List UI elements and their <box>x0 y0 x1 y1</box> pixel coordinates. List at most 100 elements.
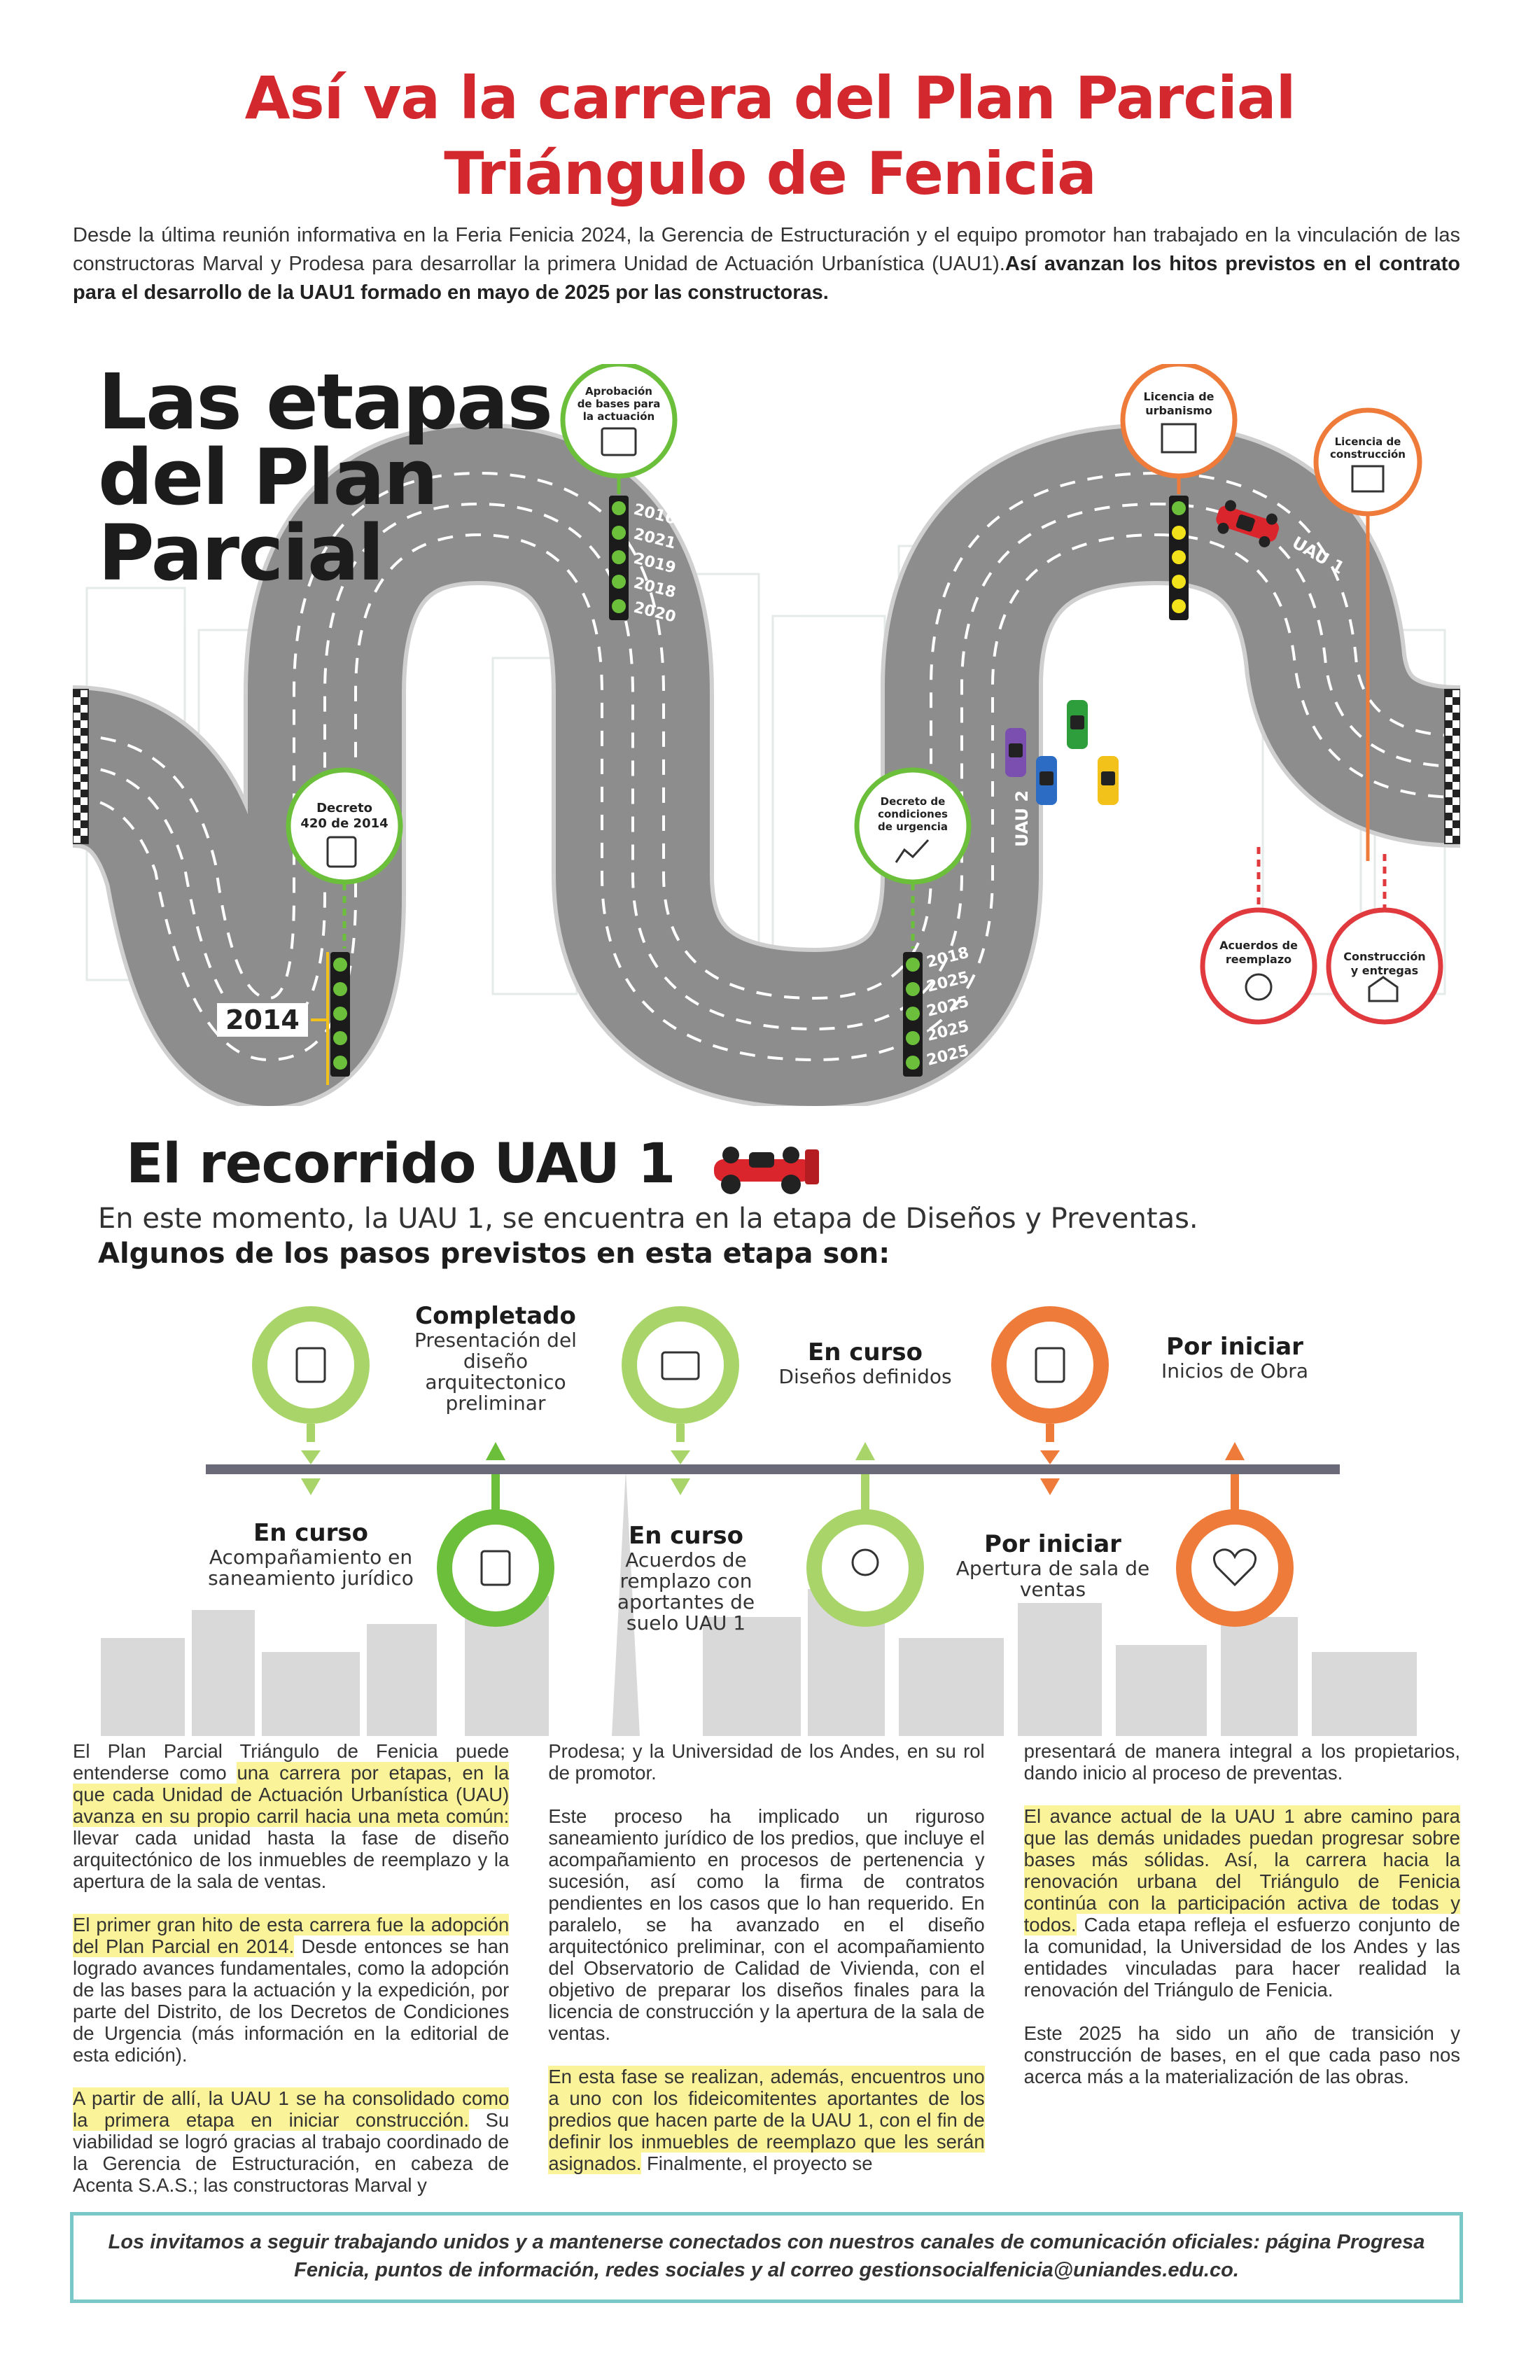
arrow-down <box>671 1478 690 1495</box>
clipboard-icon <box>1035 1347 1065 1383</box>
step-inicios-obra <box>991 1306 1109 1464</box>
race-track-infographic: 2014 2016 2021 2019 2018 2020 2018 2025 … <box>73 357 1460 1106</box>
step-apertura-sala <box>1176 1474 1294 1627</box>
traffic-light-gate-current <box>1169 496 1189 620</box>
monitor-pulse-icon <box>661 1351 700 1380</box>
heart-plus-icon <box>1212 1548 1257 1587</box>
step-description: Acuerdos de remplazo con aportantes de s… <box>617 1548 755 1634</box>
car-uau-5 <box>1098 756 1119 805</box>
arrow-up <box>486 1442 505 1460</box>
article-column-2: Prodesa; y la Universidad de los Andes, … <box>548 1740 985 2188</box>
text-run: Cada etapa refleja el esfuerzo conjunto … <box>1023 1914 1460 2001</box>
step-presentacion-diseno <box>252 1306 370 1464</box>
step-label-bottom: En curso Acuerdos de remplazo con aporta… <box>595 1522 777 1634</box>
step-status: Completado <box>415 1302 576 1330</box>
article-column-1: El Plan Parcial Triángulo de Fenicia pue… <box>73 1740 510 2196</box>
medical-folder-icon <box>295 1347 326 1383</box>
hands-care-icon <box>851 1548 879 1576</box>
paragraph: El primer gran hito de esta carrera fue … <box>73 1914 510 2066</box>
timeline-bar <box>206 1464 1340 1474</box>
traffic-light-gate-top <box>609 496 629 620</box>
step-label-top: Por iniciar Inicios de Obra <box>1144 1333 1326 1382</box>
paragraph: Este proceso ha implicado un riguroso sa… <box>548 1805 985 2044</box>
start-year: 2014 <box>225 1004 300 1035</box>
text-run: llevar cada unidad hasta la fase de dise… <box>73 1827 510 1892</box>
text-run: Su viabilidad se logró gracias al trabaj… <box>73 2109 510 2196</box>
step-description: Diseños definidos <box>778 1365 952 1388</box>
car-label: UAU 4 <box>1074 762 1093 819</box>
urban-plan-icon <box>1161 423 1197 454</box>
title-line-1: Así va la carrera del Plan Parcial <box>244 64 1296 132</box>
paragraph: El avance actual de la UAU 1 abre camino… <box>1023 1805 1460 2001</box>
paragraph: Este 2025 ha sido un año de transición y… <box>1023 2022 1460 2087</box>
text-run: Finalmente, el proyecto se <box>641 2152 873 2174</box>
uau-subtitle-bold: Algunos de los pasos previstos en esta e… <box>98 1238 890 1270</box>
car-uau-1 <box>1216 500 1279 547</box>
highlight-run: A partir de allí, la UAU 1 se ha consoli… <box>73 2087 510 2131</box>
intro-paragraph: Desde la última reunión informativa en l… <box>73 221 1460 307</box>
race-car-icon <box>714 1147 819 1194</box>
uau-heading: El recorrido UAU 1 <box>126 1133 676 1196</box>
text-run: El Plan Parcial Triángulo de Fenicia pue… <box>73 1740 510 1784</box>
traffic-light-gate-bottom <box>903 952 923 1077</box>
stages-heading-line: Las etapas <box>98 357 553 447</box>
paragraph: Prodesa; y la Universidad de los Andes, … <box>548 1740 985 1784</box>
arrow-up <box>855 1442 875 1460</box>
step-disenos-definidos <box>622 1306 739 1464</box>
step-label-bottom: Por iniciar Apertura de sala de ventas <box>948 1530 1158 1600</box>
stages-heading: Las etapas del Plan Parcial <box>98 357 553 598</box>
text-run: Desde entonces se han logrado avances fu… <box>73 1935 510 2066</box>
document-hand-icon <box>326 836 357 868</box>
step-label-top: Completado Presentación del diseño arqui… <box>405 1302 587 1414</box>
uau-subtitle: En este momento, la UAU 1, se encuentra … <box>98 1203 1198 1235</box>
step-description: Inicios de Obra <box>1161 1359 1308 1382</box>
paragraph: A partir de allí, la UAU 1 se ha consoli… <box>73 2087 510 2196</box>
crane-icon <box>1351 465 1385 493</box>
car-label: UAU 3 <box>1043 834 1063 890</box>
article-column-3: presentará de manera integral a los prop… <box>1023 1740 1460 2188</box>
start-year-box <box>217 1003 308 1037</box>
house-key-icon <box>1368 976 1399 1002</box>
uau-timeline: Completado Presentación del diseño arqui… <box>73 1288 1460 1736</box>
step-status: En curso <box>253 1519 368 1547</box>
step-description: Apertura de sala de ventas <box>955 1557 1150 1601</box>
car-label: UAU 2 <box>1012 790 1032 847</box>
blueprint-icon <box>601 427 637 456</box>
step-status: Por iniciar <box>984 1530 1121 1558</box>
handshake-icon <box>1245 973 1273 1001</box>
paragraph: En esta fase se realizan, además, encuen… <box>548 2066 985 2174</box>
arrow-down <box>301 1478 321 1495</box>
paragraph: presentará de manera integral a los prop… <box>1023 1740 1460 1784</box>
footer-callout: Los invitamos a seguir trabajando unidos… <box>70 2212 1463 2303</box>
paragraph: El Plan Parcial Triángulo de Fenicia pue… <box>73 1740 510 1892</box>
start-checkered-flag <box>73 689 89 844</box>
car-uau-4 <box>1067 700 1088 749</box>
highlight-run: El primer gran hito de esta carrera fue … <box>73 1914 510 1957</box>
skyline-background <box>101 1470 1417 1736</box>
arrow-up <box>1225 1442 1245 1460</box>
step-label-top: En curso Diseños definidos <box>774 1338 956 1387</box>
stages-heading-line: Parcial <box>98 508 384 598</box>
finish-checkered-flag <box>1444 689 1460 844</box>
step-acompanamiento-saneamiento <box>437 1474 554 1627</box>
car-uau-2 <box>1005 728 1026 777</box>
car-uau-3 <box>1036 756 1057 805</box>
article-columns: El Plan Parcial Triángulo de Fenicia pue… <box>73 1740 1460 2196</box>
growth-hand-icon <box>895 839 930 863</box>
step-description: Presentación del diseño arquitectonico p… <box>414 1329 577 1415</box>
step-status: En curso <box>808 1338 923 1366</box>
intro-bold: Así avanzan los hitos previstos en el co… <box>73 253 1460 304</box>
step-acuerdos-remplazo <box>806 1474 924 1627</box>
page-title: Así va la carrera del Plan Parcial Trián… <box>70 60 1470 211</box>
step-status: Por iniciar <box>1166 1333 1303 1361</box>
step-status: En curso <box>629 1522 743 1550</box>
